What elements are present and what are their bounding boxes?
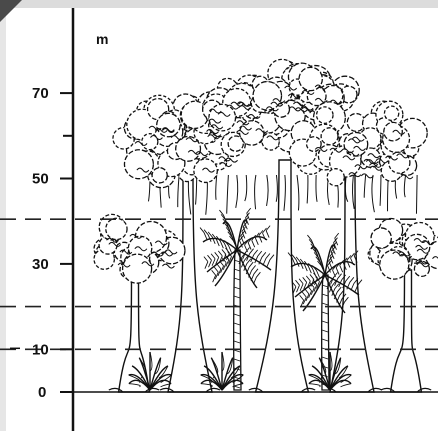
trees-layer [94, 59, 438, 392]
understory-tree-trunk [381, 270, 431, 392]
unit-label: m [96, 31, 108, 47]
understory-tree-trunk [109, 270, 159, 392]
tick-label: 50 [32, 171, 49, 188]
tick-label: 10 [32, 341, 49, 358]
height-ticks: 70 50 30 10 0 [10, 85, 73, 401]
tick-label: 0 [38, 384, 46, 401]
understory-foliage [368, 218, 438, 279]
tick-label: 30 [32, 256, 49, 273]
tick-label: 70 [32, 85, 49, 102]
emergent-tree-trunk [249, 160, 315, 392]
understory-foliage [94, 214, 185, 283]
